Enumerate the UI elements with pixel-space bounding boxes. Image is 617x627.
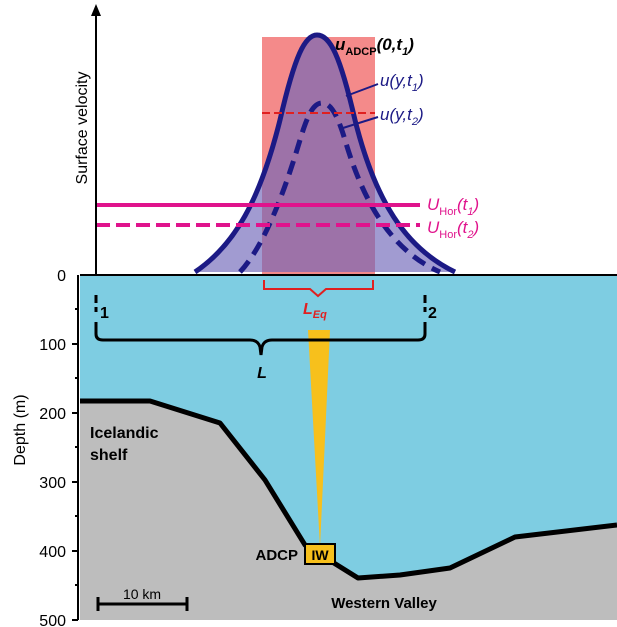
depth-zero-label: 0: [57, 268, 66, 285]
u1-leader: [345, 83, 379, 97]
l-brace: [94, 322, 427, 356]
scale-bar-label: 10 km: [123, 586, 161, 602]
adcp-beam: [308, 330, 330, 547]
leq-label: LEq: [303, 301, 327, 321]
iw-label: IW: [311, 547, 329, 563]
depth-tick-label-400: 400: [39, 544, 66, 561]
u-hor-t1-label: UHor(t1): [427, 195, 479, 218]
iw-box: [304, 543, 336, 565]
shelf-label-line2: shelf: [90, 447, 128, 464]
depth-axis-label: Depth (m): [12, 394, 29, 465]
u-adcp-label: uADCP(0,t1): [335, 35, 414, 58]
velocity-axis-arrow: [91, 4, 101, 16]
valley-label: Western Valley: [331, 595, 437, 612]
marker-2-label: 2: [428, 305, 437, 322]
u-y-t1-label: u(y,t1): [380, 71, 424, 94]
shelf-label-line1: Icelandic: [90, 425, 159, 442]
marker-1-label: 1: [100, 305, 109, 322]
depth-tick-label-200: 200: [39, 406, 66, 423]
adcp-label: ADCP: [255, 547, 298, 564]
l-label: L: [257, 365, 267, 382]
u-y-t1-curve: [193, 32, 457, 275]
u-y-t2-label: u(y,t2): [380, 105, 424, 128]
u-hor-t2-label: UHor(t2): [427, 218, 479, 241]
depth-tick-label-500: 500: [39, 613, 66, 627]
depth-tick-label-100: 100: [39, 337, 66, 354]
seabed: [80, 401, 617, 620]
depth-tick-label-300: 300: [39, 475, 66, 492]
surface-velocity-label: Surface velocity: [74, 72, 91, 185]
u2-leader: [342, 116, 379, 129]
leq-bracket: [263, 280, 374, 298]
